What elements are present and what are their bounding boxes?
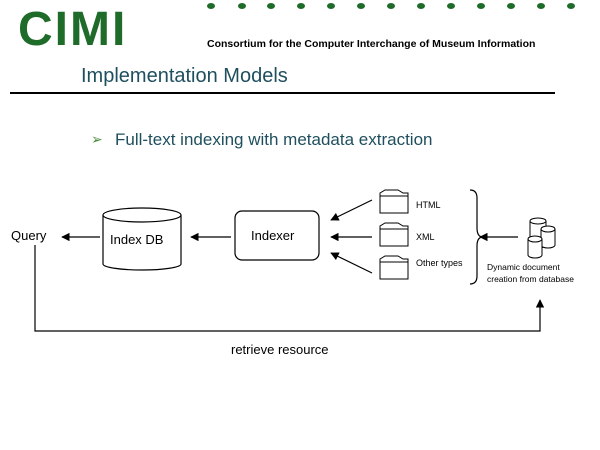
database-caption: creation from database xyxy=(487,274,574,284)
indexer-label: Indexer xyxy=(251,228,295,243)
header-dot xyxy=(297,3,305,9)
header-dot xyxy=(477,3,485,9)
database-icon xyxy=(527,217,556,259)
bullet-arrow-icon: ➢ xyxy=(91,131,103,147)
header-dot xyxy=(267,3,275,9)
index-db-label: Index DB xyxy=(110,232,163,247)
other-types-folder-icon xyxy=(379,255,409,280)
doc-type-label: Other types xyxy=(416,258,463,268)
query-label: Query xyxy=(11,228,47,243)
retrieve-resource-arrow xyxy=(34,245,545,332)
header-dot xyxy=(387,3,395,9)
slide-title: Implementation Models xyxy=(81,65,288,87)
retrieve-resource-label: retrieve resource xyxy=(231,342,329,357)
header-dot xyxy=(207,3,215,9)
header-dot xyxy=(537,3,545,9)
arrow-other-to-indexer xyxy=(330,252,373,274)
cimi-logo: CIMI xyxy=(18,3,128,56)
header-dot xyxy=(567,3,575,9)
bullet-point: Full-text indexing with metadata extract… xyxy=(115,130,433,149)
organization-name: Consortium for the Computer Interchange … xyxy=(207,38,536,50)
database-caption: Dynamic document xyxy=(487,262,560,272)
header-dot xyxy=(507,3,515,9)
doc-type-label: XML xyxy=(416,232,435,242)
header-dot xyxy=(447,3,455,9)
header-dot xyxy=(357,3,365,9)
header-dot xyxy=(238,3,246,9)
xml-folder-icon xyxy=(379,222,409,247)
html-folder-icon xyxy=(379,189,409,214)
index-db-cylinder xyxy=(102,207,182,271)
indexer-box xyxy=(234,210,320,261)
arrow-html-to-indexer xyxy=(330,199,373,221)
header-dot xyxy=(327,3,335,9)
title-divider xyxy=(10,92,555,94)
header-dot xyxy=(417,3,425,9)
doc-type-label: HTML xyxy=(416,200,441,210)
header-dot-strip xyxy=(0,0,600,20)
